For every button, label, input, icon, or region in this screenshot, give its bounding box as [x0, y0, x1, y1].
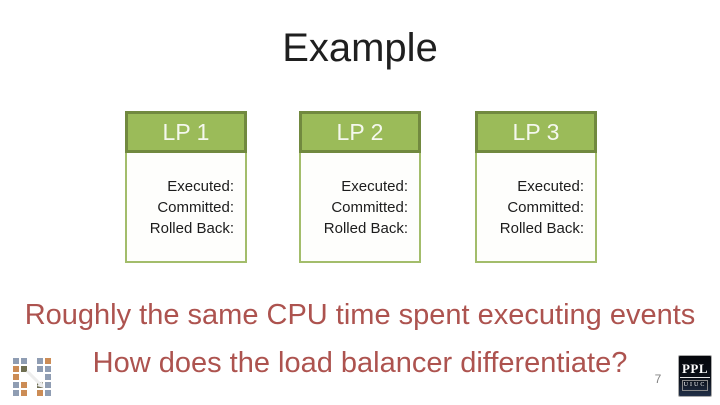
lp2-executed-label: Executed:: [341, 178, 408, 195]
lp3-box-header: LP 3: [475, 111, 597, 153]
lp3-executed-label: Executed:: [517, 178, 584, 195]
lp3-committed-label: Committed:: [507, 199, 584, 216]
lp2-committed-label: Committed:: [331, 199, 408, 216]
ppl-uiuc-logo: PPL UIUC: [678, 355, 712, 397]
lp1-box-header: LP 1: [125, 111, 247, 153]
lp3-box-body: Executed: Committed: Rolled Back:: [475, 153, 597, 263]
lp2-box-body: Executed: Committed: Rolled Back:: [299, 153, 421, 263]
message-line-2: How does the load balancer differentiate…: [92, 347, 628, 379]
load-balance-grid-icon: [10, 354, 54, 400]
uiuc-logo-text: UIUC: [681, 380, 709, 391]
lp3-box: LP 3 Executed: Committed: Rolled Back:: [475, 111, 597, 263]
page-number: 7: [654, 372, 662, 386]
lp1-committed-label: Committed:: [157, 199, 234, 216]
lp1-executed-label: Executed:: [167, 178, 234, 195]
lp1-box-body: Executed: Committed: Rolled Back:: [125, 153, 247, 263]
slide-title: Example: [282, 26, 438, 70]
migration-arrow-icon: [25, 369, 44, 388]
lp2-box: LP 2 Executed: Committed: Rolled Back:: [299, 111, 421, 263]
lp2-box-header: LP 2: [299, 111, 421, 153]
lp3-rolledback-label: Rolled Back:: [499, 220, 584, 237]
lp1-rolledback-label: Rolled Back:: [149, 220, 234, 237]
ppl-logo-text: PPL: [679, 361, 711, 378]
lp1-box: LP 1 Executed: Committed: Rolled Back:: [125, 111, 247, 263]
lp2-rolledback-label: Rolled Back:: [323, 220, 408, 237]
message-line-1: Roughly the same CPU time spent executin…: [24, 299, 696, 331]
